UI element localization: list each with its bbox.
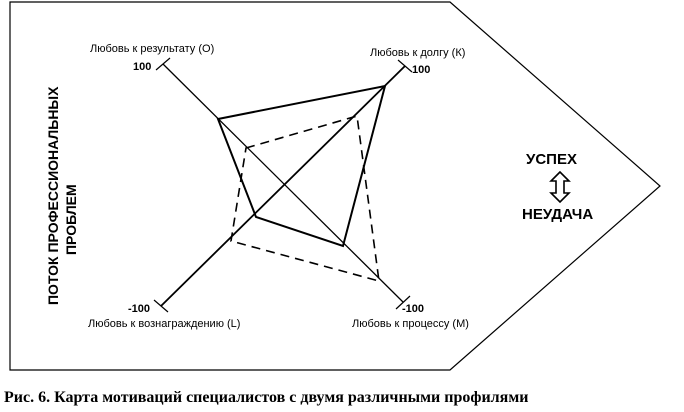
figure-caption: Рис. 6. Карта мотиваций специалистов с д… <box>4 389 528 406</box>
up-down-arrow-icon <box>549 170 571 204</box>
profile-dashed <box>230 114 380 283</box>
failure-label: НЕУДАЧА <box>522 206 593 223</box>
left-label-line-2: ПРОБЛЕМ <box>63 184 79 255</box>
axis-label-k: Любовь к долгу (К) <box>370 47 465 59</box>
axis-end-o: 100 <box>133 61 151 73</box>
left-label-line-1: ПОТОК ПРОФЕССИОНАЛЬНЫХ <box>45 86 61 305</box>
axis-tick-k <box>397 59 413 73</box>
axis-tick-m <box>395 295 411 310</box>
axis-o-l <box>162 63 404 303</box>
axis-tick-l <box>153 299 169 313</box>
pentagon-arrow-frame <box>9 1 661 371</box>
axis-label-l: Любовь к вознаграждению (L) <box>88 318 240 330</box>
axis-label-o: Любовь к результату (О) <box>90 43 214 55</box>
success-label: УСПЕХ <box>526 151 577 168</box>
axis-label-m: Любовь к процессу (М) <box>352 318 469 330</box>
axis-end-m: -100 <box>402 303 424 315</box>
axis-end-k: 100 <box>412 64 430 76</box>
axis-end-l: -100 <box>128 303 150 315</box>
axis-k-m <box>160 65 406 307</box>
left-vertical-label: ПОТОК ПРОФЕССИОНАЛЬНЫХ ПРОБЛЕМ <box>45 86 79 305</box>
axis-tick-o <box>155 57 171 71</box>
profile-solid <box>216 84 387 248</box>
